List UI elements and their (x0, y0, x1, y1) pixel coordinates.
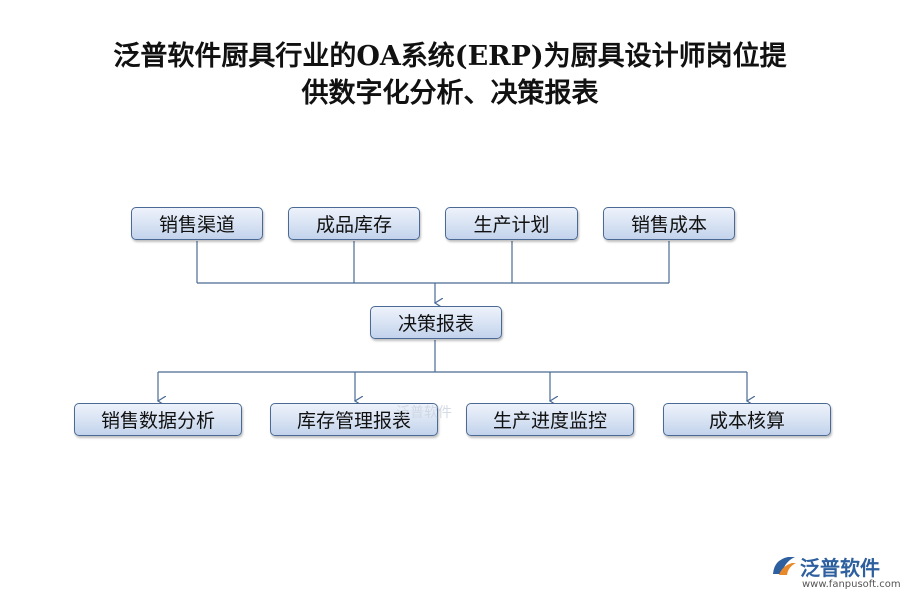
node-production-plan: 生产计划 (445, 207, 578, 240)
logo-url: www.fanpusoft.com (802, 579, 900, 590)
node-sales-channel: 销售渠道 (131, 207, 263, 240)
node-cost-accounting: 成本核算 (663, 403, 831, 436)
logo-icon (773, 557, 796, 575)
node-inventory-report: 库存管理报表 (270, 403, 438, 436)
logo-name: 泛普软件 (800, 556, 880, 580)
title-line-1: 泛普软件厨具行业的OA系统(ERP)为厨具设计师岗位提 (113, 41, 787, 72)
node-sales-data-analysis: 销售数据分析 (74, 403, 242, 436)
page-title: 泛普软件厨具行业的OA系统(ERP)为厨具设计师岗位提 供数字化分析、决策报表 (0, 38, 900, 112)
brand-logo: 泛普软件 www.fanpusoft.com (770, 552, 900, 592)
node-sales-cost: 销售成本 (603, 207, 735, 240)
node-finished-inventory: 成品库存 (288, 207, 420, 240)
title-line-2: 供数字化分析、决策报表 (301, 78, 599, 109)
watermark: 泛普软件 (396, 405, 452, 421)
node-decision-report: 决策报表 (370, 306, 502, 339)
node-production-monitor: 生产进度监控 (466, 403, 634, 436)
